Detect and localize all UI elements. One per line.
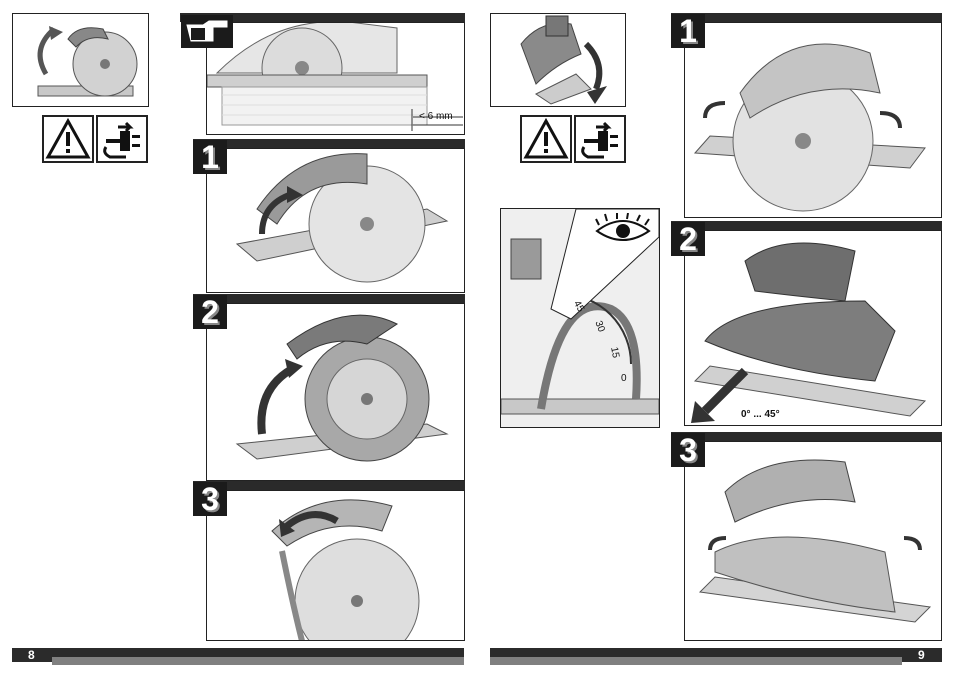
saw-right-step3-illustration: [685, 442, 941, 640]
panel-header-bar: [671, 221, 942, 230]
step-number-left-3: 3: [193, 482, 227, 516]
panel-left-step-2: [206, 303, 465, 481]
eye-icon: [593, 213, 653, 247]
page-number-right: 9: [918, 648, 925, 662]
saw-step2-illustration: [207, 304, 464, 480]
saw-step1-illustration: [207, 149, 464, 292]
footer-grey-left: [52, 657, 464, 665]
panel-right-step-3: [684, 441, 942, 641]
step-number-left-2: 2: [193, 295, 227, 329]
thumbnail-right-tilt: [490, 13, 626, 107]
bevel-angle-label: 0° ... 45°: [741, 409, 780, 420]
saw-step3-illustration: [207, 491, 464, 640]
saw-tilt-illustration: [491, 14, 625, 106]
panel-header-bar: [671, 432, 942, 441]
panel-header-bar: [671, 13, 942, 22]
step-number-right-3: 3: [671, 433, 705, 467]
depth-label: < 6 mm: [419, 111, 453, 122]
bevel-tick-15: 15: [608, 346, 621, 359]
step-number-right-2: 2: [671, 222, 705, 256]
panel-left-step-1: [206, 148, 465, 293]
panel-bevel-scale-detail: 45 30 15 0: [500, 208, 660, 428]
panel-cut-depth: < 6 mm: [206, 22, 465, 135]
unplug-icon: [96, 115, 148, 163]
footer-grey-right: [490, 657, 902, 665]
bevel-tick-0: 0: [621, 373, 627, 384]
panel-right-step-2: 0° ... 45°: [684, 230, 942, 426]
panel-header-bar: [193, 294, 465, 303]
saw-right-step2-illustration: [685, 231, 941, 425]
page-number-left: 8: [28, 648, 35, 662]
step-number-left-1: 1: [193, 140, 227, 174]
saw-right-step1-illustration: [685, 23, 941, 217]
saw-rotate-illustration: [13, 14, 148, 106]
thumbnail-left-blade-rotate: [12, 13, 149, 107]
warning-triangle-icon: [520, 115, 572, 163]
unplug-icon: [574, 115, 626, 163]
pointing-hand-icon: [181, 15, 233, 48]
panel-left-step-3: [206, 490, 465, 641]
panel-header-bar: [193, 139, 465, 148]
warning-triangle-icon: [42, 115, 94, 163]
step-number-right-1: 1: [671, 14, 705, 48]
panel-header-bar: [193, 481, 465, 490]
panel-right-step-1: [684, 22, 942, 218]
